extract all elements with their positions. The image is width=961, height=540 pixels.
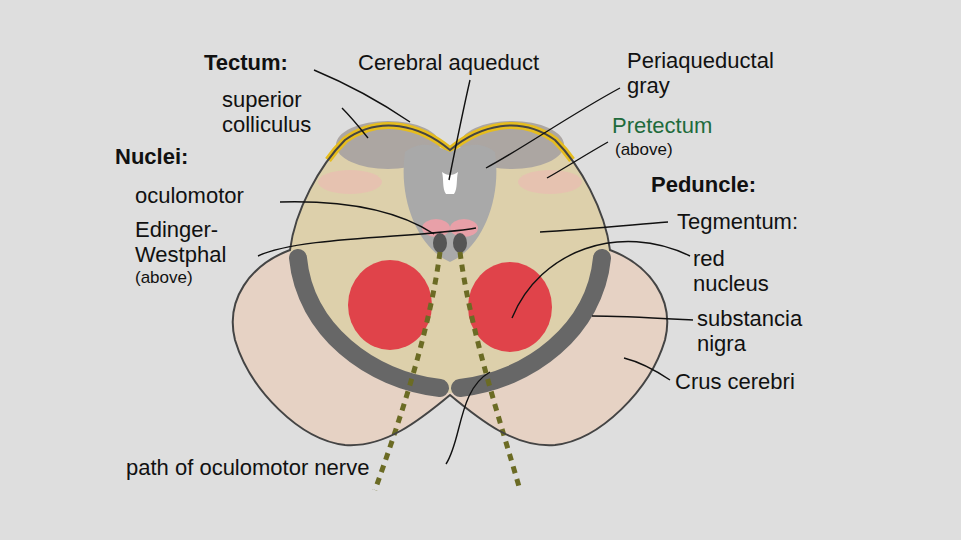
leader-line [314,70,410,122]
substantia-nigra [298,258,440,388]
structure-label: Pretectum [612,113,712,138]
structure-label: Edinger-Westphal [135,217,247,267]
oculomotor-nucleus [433,233,447,253]
leader-line [592,316,693,320]
structure-label: Nuclei: [115,144,188,169]
oculomotor-nerve-path [460,252,520,490]
structure-label: Cerebral aqueduct [358,50,539,75]
leader-line [446,372,490,464]
structure-label: Peduncle: [651,172,756,197]
leader-line [540,222,668,232]
red-nucleus [468,262,552,352]
leader-line [547,142,608,178]
red-nucleus [348,260,432,350]
structure-label: (above) [135,268,193,287]
structure-label: Periaqueductal gray [627,48,817,98]
leader-line [258,228,476,256]
structure-label: (above) [615,140,673,159]
structure-label: Crus cerebri [675,369,795,394]
leader-line [486,88,620,168]
substantia-nigra [460,258,602,388]
leader-line [624,358,670,380]
oculomotor-nerve-path [375,252,440,490]
pretectum [318,170,382,194]
leader-line [342,108,368,138]
pretectum [518,170,582,194]
edinger-westphal-nucleus [422,219,450,237]
leader-line [280,202,434,234]
structure-label: path of oculomotor nerve [126,455,369,480]
leader-line [512,242,690,318]
oculomotor-nucleus [453,233,467,253]
structure-label: red nucleus [693,246,803,296]
periaqueductal-gray [404,145,497,262]
structure-label: superior colliculus [222,87,342,137]
structure-label: oculomotor [135,183,244,208]
structure-label: substancia nigra [697,306,847,356]
leader-line [449,80,470,180]
structure-label: Tegmentum: [677,209,798,234]
structure-label: Tectum: [204,50,288,75]
